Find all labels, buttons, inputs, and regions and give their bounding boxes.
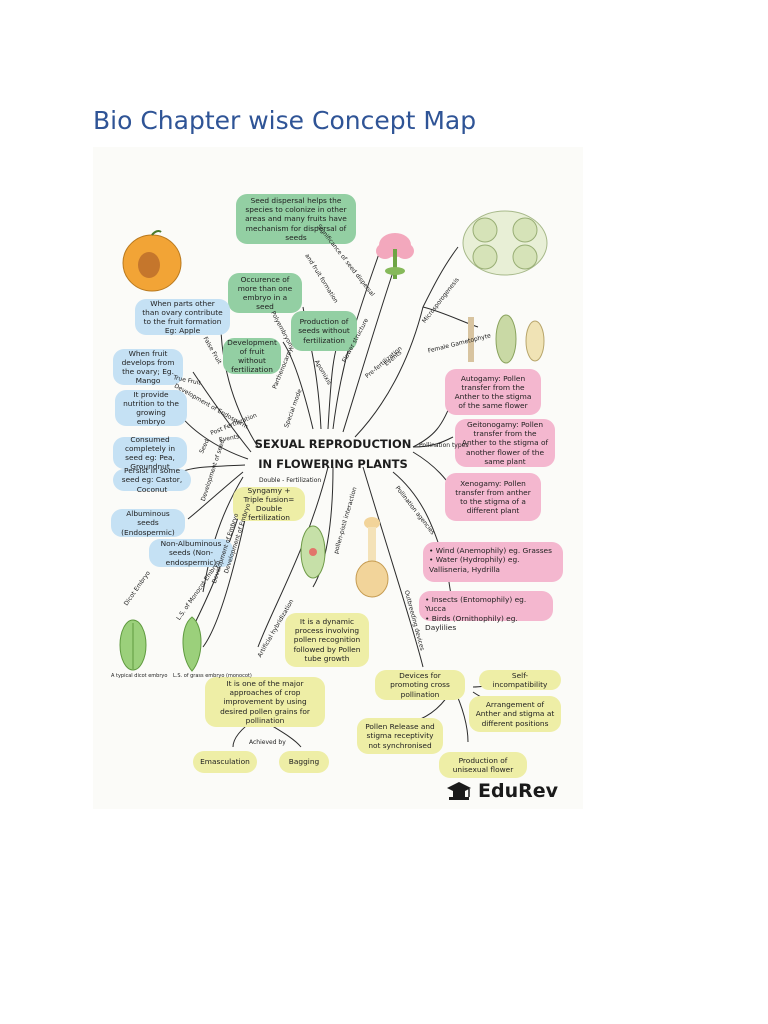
central-topic-line1: SEXUAL REPRODUCTION — [254, 437, 412, 451]
autogamy-node: Autogamy: Pollen transfer from the Anthe… — [445, 369, 541, 415]
edurev-logo: EduRev — [446, 780, 558, 802]
water-agent: • Water (Hydrophily) eg. Vallisneria, Hy… — [429, 555, 520, 574]
apomixis-node: Production of seeds without fertilizatio… — [291, 311, 357, 351]
bagging-node: Bagging — [279, 751, 329, 773]
pollen-pistil-node: It is a dynamic process involving pollen… — [285, 613, 369, 667]
pollen-release-node: Pollen Release and stigma receptivity no… — [357, 718, 443, 754]
insects-agent: • Insects (Entomophily) eg. Yucca — [425, 595, 527, 614]
wind-agent: • Wind (Anemophily) eg. Grasses — [429, 546, 552, 555]
concept-map: Seed dispersal helps the species to colo… — [93, 147, 583, 809]
unisexual-flower-node: Production of unisexual flower — [439, 752, 527, 778]
abiotic-agents-node: • Wind (Anemophily) eg. Grasses • Water … — [423, 542, 563, 582]
geitonogamy-node: Geitonogamy: Pollen transfer from the An… — [455, 419, 555, 467]
birds-agent: • Birds (Ornithophily) eg. Daylilies — [425, 613, 518, 632]
fruit-illustration — [122, 230, 182, 292]
polyembryony-node: Occurence of more than one embryo in a s… — [228, 273, 302, 313]
true-fruit-node: When fruit develops from the ovary; Eg. … — [113, 349, 183, 385]
edge-label-pollination-types: Pollination types — [419, 442, 469, 449]
non-albuminous-node: Non-Albuminous seeds (Non-endospermic) — [149, 539, 233, 567]
devices-node: Devices for promoting cross pollination — [375, 670, 465, 700]
logo-text: EduRev — [478, 780, 559, 802]
biotic-agents-node: • Insects (Entomophily) eg. Yucca • Bird… — [419, 591, 553, 632]
artificial-hybridization-node: It is one of the major approaches of cro… — [205, 677, 325, 727]
flower-illustration — [376, 233, 414, 279]
endosperm-node: It provide nutrition to the growing embr… — [115, 390, 187, 426]
false-fruit-node: When parts other than ovary contribute t… — [135, 299, 230, 335]
pistil-illustration — [355, 517, 389, 598]
graduation-cap-icon — [447, 782, 471, 800]
consumed-node: Consumed completely in seed eg: Pea, Gro… — [113, 435, 187, 471]
monocot-embryo-illustration — [182, 616, 202, 672]
xenogamy-node: Xenogamy: Pollen transfer from anther to… — [445, 473, 541, 521]
seed-dispersal-node: Seed dispersal helps the species to colo… — [236, 194, 356, 244]
anther-cross-section-illustration — [462, 210, 548, 276]
edge-label-double-fertilization: Double - Fertilization — [259, 477, 322, 484]
parthenocarpy-node: Development of fruit without fertilizati… — [223, 338, 281, 374]
dicot-embryo-illustration — [119, 619, 147, 671]
edge-label-achieved-by: Achieved by — [249, 739, 286, 746]
central-topic: SEXUAL REPRODUCTION IN FLOWERING PLANTS — [253, 435, 413, 474]
albuminous-node: Albuminous seeds (Endospermic) — [111, 509, 185, 537]
syngamy-node: Syngamy + Triple fusion= Double fertiliz… — [233, 486, 305, 522]
central-topic-line2: IN FLOWERING PLANTS — [258, 456, 408, 471]
gametophyte-illustration — [468, 314, 545, 364]
arrangement-node: Arrangement of Anther and stigma at diff… — [469, 696, 561, 732]
caption-monocot-embryo: L.S. of grass embryo (monocot) — [173, 673, 252, 679]
emasculation-node: Emasculation — [193, 751, 257, 773]
persist-node: Persist in some seed eg: Castor, Coconut — [113, 466, 191, 494]
self-incompatibility-node: Self-incompatibility — [479, 670, 561, 690]
page-title: Bio Chapter wise Concept Map — [93, 106, 477, 135]
caption-dicot-embryo: A typical dicot embryo — [111, 673, 168, 679]
embryo-sac-illustration — [300, 525, 326, 579]
